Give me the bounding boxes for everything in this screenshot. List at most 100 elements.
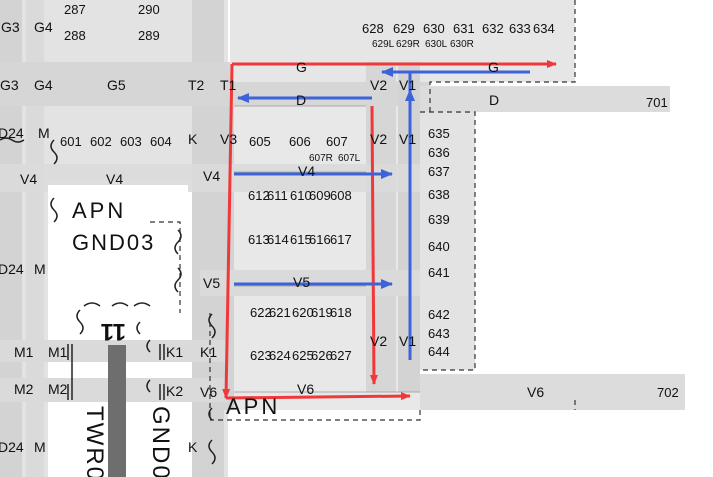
taxiway-label-k: K <box>188 131 198 147</box>
stand-label-602: 602 <box>90 134 112 149</box>
apron-label-apn: APN <box>72 198 126 223</box>
taxiway-label-v6: V6 <box>527 384 544 400</box>
taxiway-label-g5: G5 <box>107 77 126 93</box>
stand-label-615: 615 <box>290 232 312 247</box>
stand-label-630: 630 <box>423 21 445 36</box>
stand-label-614: 614 <box>267 232 289 247</box>
stand-label-616: 616 <box>309 232 331 247</box>
taxiway-label-v1: V1 <box>399 333 416 349</box>
stand-label-626: 626 <box>311 348 333 363</box>
apron-boundaries <box>150 0 576 421</box>
ground-label-gnd0: GND0 <box>147 406 174 477</box>
stand-label-603: 603 <box>120 134 142 149</box>
taxiway-label-d24: D24 <box>0 439 24 455</box>
stand-label-610: 610 <box>290 188 312 203</box>
stand-guidelines <box>234 105 420 393</box>
taxiway-label-m2: M2 <box>14 381 34 397</box>
pavement <box>0 0 685 477</box>
taxiway-label-v2: V2 <box>370 131 387 147</box>
stand-label-619: 619 <box>311 305 333 320</box>
stand-label-617: 617 <box>330 232 352 247</box>
stand-label-640: 640 <box>428 239 450 254</box>
stand-label-629L: 629L <box>372 39 395 50</box>
stand-label-604: 604 <box>150 134 172 149</box>
stand-label-636: 636 <box>428 145 450 160</box>
taxiway-label-m1: M1 <box>14 344 34 360</box>
stand-label-606: 606 <box>289 134 311 149</box>
taxiway-end-701: 701 <box>646 95 668 110</box>
taxiway-label-v3: V3 <box>220 131 237 147</box>
taxiway-label-m: M <box>34 439 46 455</box>
route-arrows <box>222 60 557 401</box>
stand-label-627: 627 <box>330 348 352 363</box>
taxiway-label-m: M <box>34 261 46 277</box>
taxiway-label-m2: M2 <box>48 381 68 397</box>
taxiway-end-702: 702 <box>657 385 679 400</box>
taxiway-label-v4: V4 <box>20 171 37 187</box>
stand-label-630L: 630L <box>425 39 448 50</box>
stand-label-611: 611 <box>267 188 288 203</box>
stand-label-630R: 630R <box>450 39 474 50</box>
stand-label-609: 609 <box>309 188 331 203</box>
stand-label-623: 623 <box>250 348 272 363</box>
stand-label-635: 635 <box>428 126 450 141</box>
stand-label-643: 643 <box>428 326 450 341</box>
stand-label-605: 605 <box>249 134 271 149</box>
taxiway-label-m: M <box>38 125 50 141</box>
stand-label-288: 288 <box>64 28 86 43</box>
taxiway-label-k1: K1 <box>200 344 217 360</box>
stand-label-639: 639 <box>428 212 450 227</box>
route-red-v6-east <box>225 392 411 401</box>
stand-label-633: 633 <box>509 21 531 36</box>
runway-label: 11 <box>101 318 126 345</box>
taxiway-label-v2: V2 <box>370 77 387 93</box>
taxiway-label-g3: G3 <box>1 19 20 35</box>
stand-label-642: 642 <box>428 307 450 322</box>
stand-label-601: 601 <box>60 134 82 149</box>
stand-label-287: 287 <box>64 2 86 17</box>
hold-markings <box>0 137 216 465</box>
taxiway-label-k2: K2 <box>166 383 183 399</box>
stand-label-608: 608 <box>330 188 352 203</box>
taxiway-label-d24: D24 <box>0 125 24 141</box>
taxiway-label-k: K <box>188 439 198 455</box>
stand-label-634: 634 <box>533 21 555 36</box>
stand-label-624: 624 <box>269 348 291 363</box>
taxiway-label-k1: K1 <box>166 344 183 360</box>
taxiway-label-g4: G4 <box>34 19 53 35</box>
taxiway-label-g4: G4 <box>34 77 53 93</box>
stand-label-612: 612 <box>248 188 270 203</box>
stand-label-632: 632 <box>482 21 504 36</box>
stand-label-625: 625 <box>292 348 314 363</box>
stand-label-607: 607 <box>326 134 348 149</box>
stand-label-628: 628 <box>362 21 384 36</box>
stand-label-631: 631 <box>453 21 475 36</box>
stand-label-607R: 607R <box>309 153 333 164</box>
apron-label-apn: APN <box>226 394 280 419</box>
stand-label-644: 644 <box>428 344 450 359</box>
taxiway-label-g3: G3 <box>0 77 19 93</box>
stand-label-620: 620 <box>292 305 314 320</box>
stand-label-618: 618 <box>330 305 352 320</box>
taxiway-label-m1: M1 <box>48 344 68 360</box>
stand-label-629: 629 <box>393 21 415 36</box>
tower-label-twr0: TWR0 <box>81 406 108 477</box>
taxiway-label-v4: V4 <box>203 168 220 184</box>
stand-label-637: 637 <box>428 164 450 179</box>
taxiway-label-g: G <box>296 59 307 75</box>
stand-label-622: 622 <box>250 305 272 320</box>
taxiway-label-d: D <box>489 92 499 108</box>
taxiway-label-v1: V1 <box>399 77 416 93</box>
taxiway-label-v1: V1 <box>399 131 416 147</box>
route-red-v2-south <box>369 105 378 385</box>
stand-label-621: 621 <box>269 305 291 320</box>
taxiway-label-t1: T1 <box>220 77 237 93</box>
taxiway-label-v5: V5 <box>293 274 310 290</box>
stand-label-638: 638 <box>428 187 450 202</box>
taxiway-label-g: G <box>488 59 499 75</box>
taxiway-label-d: D <box>296 92 306 108</box>
stand-label-290: 290 <box>138 2 160 17</box>
taxiway-label-v4: V4 <box>298 163 315 179</box>
